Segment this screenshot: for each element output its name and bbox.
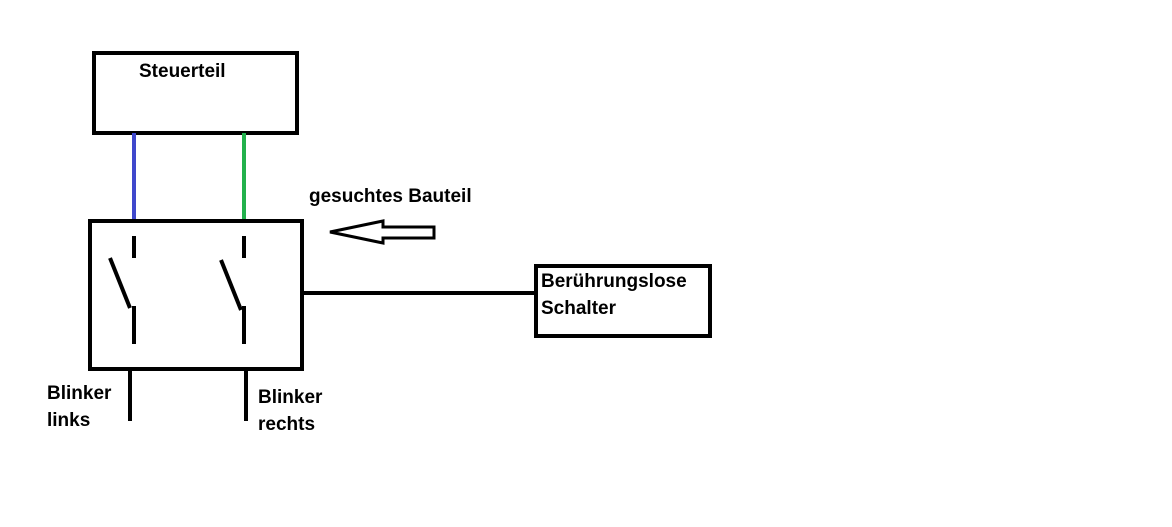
control-unit-label: Steuerteil	[139, 61, 226, 82]
sought-component-label: gesuchtes Bauteil	[309, 186, 472, 207]
sought-component-box	[88, 219, 304, 371]
contactless-switch-label-line2: Schalter	[541, 298, 616, 319]
switch-right	[219, 236, 246, 344]
switch-left	[108, 236, 136, 344]
control-unit-box	[92, 51, 299, 135]
pointer-arrow-icon	[329, 219, 436, 245]
blinker-right-label-line2: rechts	[258, 414, 316, 435]
blinker-left-label-line2: links	[47, 410, 91, 431]
blinker-left-label-line1: Blinker	[47, 383, 112, 404]
blinker-right-label-line1: Blinker	[258, 387, 323, 408]
contactless-switch-box	[534, 264, 712, 338]
contactless-switch-label-line1: Berührungslose	[541, 271, 687, 292]
